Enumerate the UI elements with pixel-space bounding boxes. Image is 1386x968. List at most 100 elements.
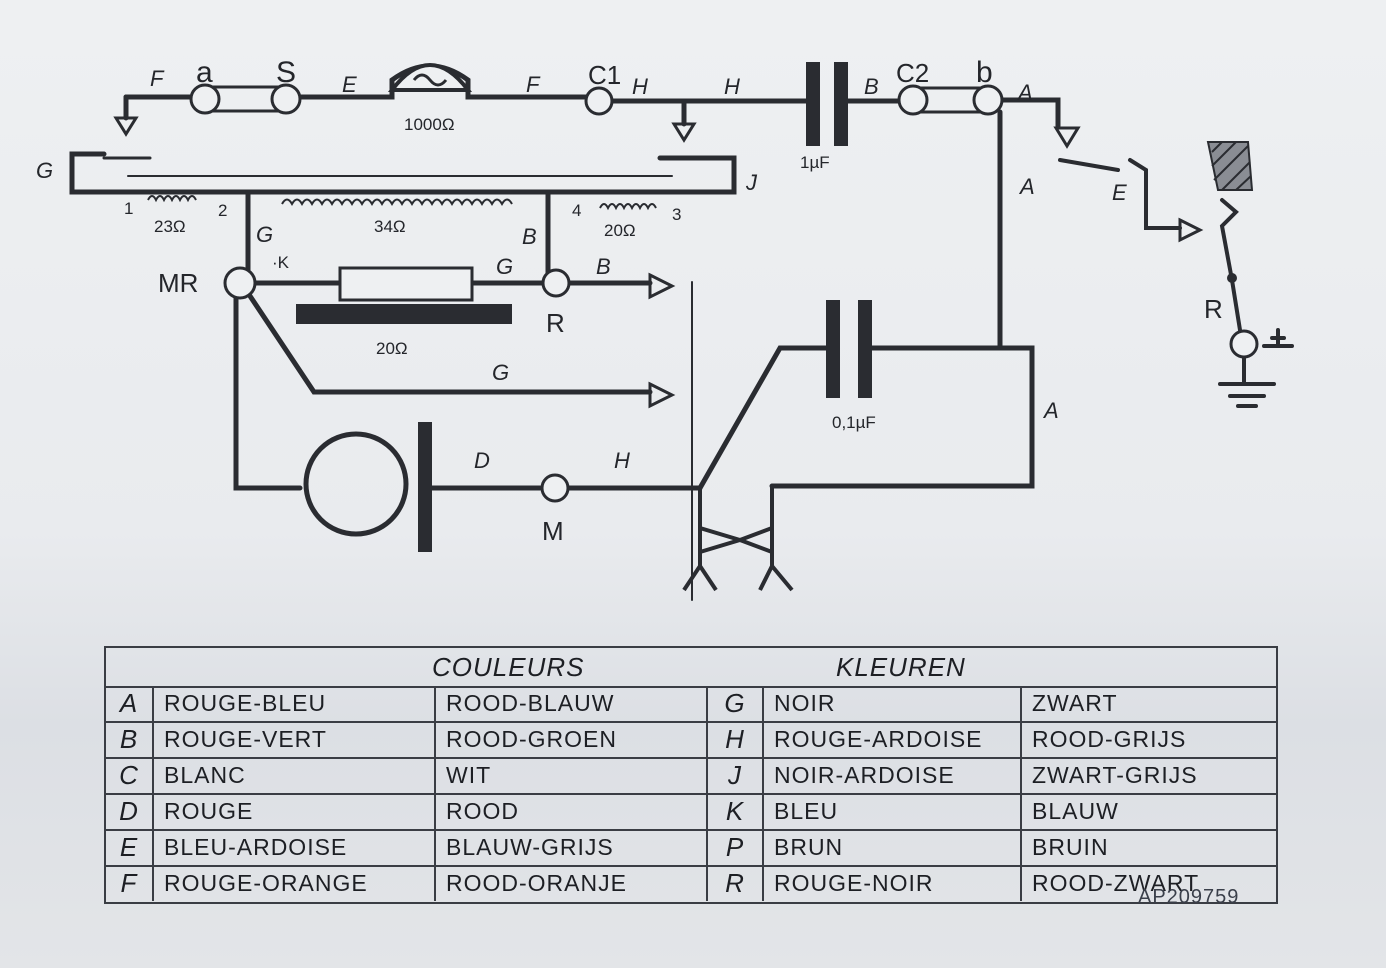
contact-dot bbox=[1227, 273, 1237, 283]
label-wire-h-bottom: H bbox=[614, 448, 630, 473]
label-wire-b-mid: B bbox=[522, 224, 537, 249]
arrow-b bbox=[648, 272, 676, 300]
legend-code: A bbox=[119, 688, 139, 718]
label-wire-f-top: F bbox=[526, 72, 541, 97]
label-wire-a-top: A bbox=[1016, 80, 1033, 105]
label-wire-a-right2: A bbox=[1042, 398, 1059, 423]
legend-dutch-color: ROOD-ZWART bbox=[1020, 866, 1276, 901]
ground-arrow-a bbox=[1053, 126, 1081, 149]
label-wire-g-out: G bbox=[492, 360, 509, 385]
legend-dutch-color: ROOD-GROEN bbox=[434, 722, 706, 757]
terminal-mr bbox=[223, 266, 257, 300]
legend-header-fr: COULEURS bbox=[432, 652, 585, 682]
label-tap-4: 4 bbox=[572, 201, 581, 220]
legend-dutch-color: BLAUW-GRIJS bbox=[434, 830, 706, 865]
label-wire-g-r: G bbox=[496, 254, 513, 279]
label-wire-d: D bbox=[474, 448, 490, 473]
label-capacitor-0-1uf: 0,1µF bbox=[832, 413, 876, 432]
legend-dutch-color: ROOD bbox=[434, 794, 706, 829]
legend-code: J bbox=[706, 758, 762, 793]
label-terminal-r: R bbox=[546, 308, 565, 338]
label-wire-e-right: E bbox=[1112, 180, 1127, 205]
label-coil-23-ohm: 23Ω bbox=[154, 217, 186, 236]
coil-frame bbox=[69, 109, 1035, 489]
legend-french-color: ROUGE-NOIR bbox=[762, 866, 1020, 901]
label-capacitor-1uf: 1µF bbox=[800, 153, 830, 172]
legend-french-color: NOIR bbox=[762, 686, 1020, 721]
legend-code: B bbox=[119, 724, 139, 754]
label-terminal-m: M bbox=[542, 516, 564, 546]
lamp-symbol bbox=[387, 63, 473, 92]
reference-code: AP209759 bbox=[1138, 886, 1240, 908]
legend-dutch-color: BRUIN bbox=[1020, 830, 1276, 865]
legend-french-color: BLANC bbox=[152, 758, 434, 793]
legend-code: R bbox=[706, 866, 762, 901]
label-wire-h1: H bbox=[632, 74, 648, 99]
plug-a-s bbox=[189, 83, 302, 115]
legend-header: COULEURS KLEUREN bbox=[106, 648, 1276, 688]
label-terminal-right-r: R bbox=[1204, 294, 1223, 324]
legend-french-color: BLEU bbox=[762, 794, 1020, 829]
legend-dutch-color: ZWART-GRIJS bbox=[1020, 758, 1276, 793]
label-terminal-b: b bbox=[976, 56, 993, 89]
legend-french-color: ROUGE-ARDOISE bbox=[762, 722, 1020, 757]
label-wire-f-left: F bbox=[150, 66, 165, 91]
label-wire-b-top: B bbox=[864, 74, 879, 99]
label-wire-g-left: G bbox=[36, 158, 53, 183]
terminal-m bbox=[540, 473, 570, 503]
label-wire-g-mid: G bbox=[256, 222, 273, 247]
legend-code: K bbox=[706, 794, 762, 829]
label-terminal-s: S bbox=[276, 56, 296, 89]
legend-code: E bbox=[119, 832, 139, 862]
label-wire-b-out: B bbox=[596, 254, 611, 279]
earpiece-symbol bbox=[303, 422, 432, 552]
label-terminal-c2: C2 bbox=[896, 58, 929, 88]
legend-french-color: ROUGE-BLEU bbox=[152, 686, 434, 721]
label-wire-a-right1: A bbox=[1018, 174, 1035, 199]
label-tap-2: 2 bbox=[218, 201, 227, 220]
legend-french-color: ROUGE bbox=[152, 794, 434, 829]
label-tap-3: 3 bbox=[672, 205, 681, 224]
coil-windings bbox=[147, 195, 657, 211]
ground-arrow-left bbox=[113, 116, 139, 137]
legend-french-color: ROUGE-VERT bbox=[152, 722, 434, 757]
label-wire-e-top: E bbox=[342, 72, 357, 97]
capacitor-0-1uf bbox=[826, 300, 872, 398]
legend-dutch-color: WIT bbox=[434, 758, 706, 793]
terminal-c1 bbox=[584, 86, 614, 116]
plug-c2-b bbox=[897, 84, 1004, 116]
resistor-20-ohm bbox=[296, 266, 512, 324]
legend-code: G bbox=[706, 686, 762, 721]
label-wire-j: J bbox=[745, 170, 758, 195]
right-switch bbox=[1058, 158, 1294, 408]
legend-code: C bbox=[119, 760, 139, 790]
legend-dutch-color: ROOD-BLAUW bbox=[434, 686, 706, 721]
label-coil-34-ohm: 34Ω bbox=[374, 217, 406, 236]
legend-dutch-color: ZWART bbox=[1020, 686, 1276, 721]
label-wire-k: ·K bbox=[272, 253, 290, 272]
label-tap-1: 1 bbox=[124, 199, 133, 218]
ground-arrow-c1 bbox=[671, 122, 697, 143]
label-wire-h2: H bbox=[724, 74, 740, 99]
legend-code: H bbox=[706, 722, 762, 757]
legend-code: F bbox=[120, 868, 138, 898]
legend-header-nl: KLEUREN bbox=[836, 652, 966, 682]
label-lamp-resistance: 1000Ω bbox=[404, 115, 455, 134]
legend-french-color: ROUGE-ORANGE bbox=[152, 866, 434, 901]
terminal-r bbox=[541, 268, 571, 298]
hook-switch bbox=[682, 486, 794, 592]
legend-dutch-color: ROOD-ORANJE bbox=[434, 866, 706, 901]
arrow-e bbox=[1178, 217, 1204, 243]
legend-french-color: BRUN bbox=[762, 830, 1020, 865]
terminal-right-r bbox=[1229, 329, 1259, 359]
label-terminal-c1: C1 bbox=[588, 60, 621, 90]
legend-french-color: BLEU-ARDOISE bbox=[152, 830, 434, 865]
